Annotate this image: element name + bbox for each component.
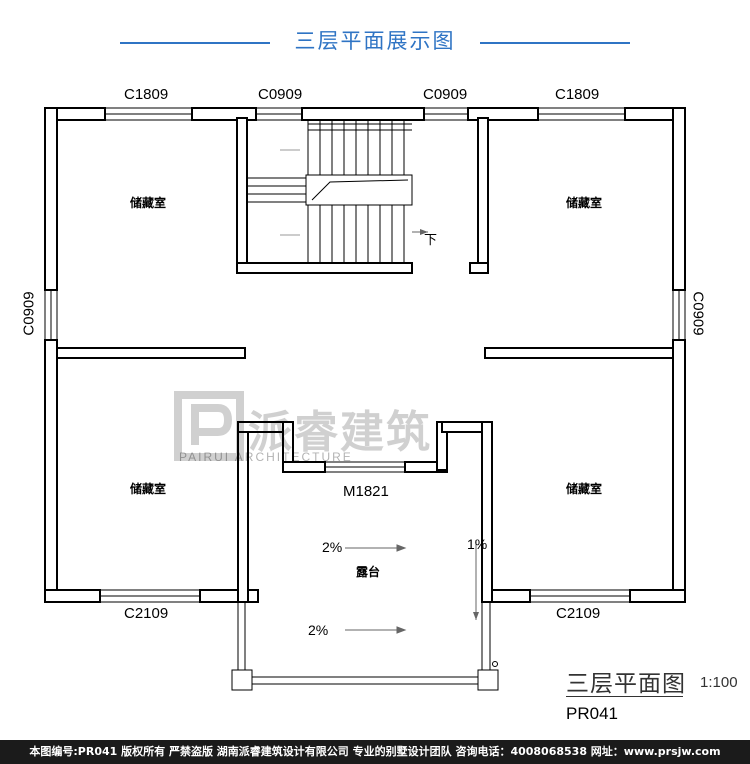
- wall-stair-right: [477, 117, 489, 274]
- terrace-railing: [231, 540, 499, 691]
- wall-stair-bottom: [236, 262, 413, 274]
- window-label: C2109: [556, 605, 601, 622]
- header-rule-left: [120, 42, 270, 44]
- page-title: 三层平面展示图: [294, 29, 456, 53]
- terrace-label: 露台: [356, 565, 381, 579]
- slope-label: 1%: [467, 536, 488, 552]
- wall-bottom-left-1: [44, 589, 101, 603]
- wall-bottom-left-2: [199, 589, 259, 603]
- plan-scale: 1:100: [700, 674, 738, 691]
- plan-title-underline: [566, 696, 683, 697]
- window-label: C2109: [124, 605, 169, 622]
- room-label: 储藏室: [130, 196, 167, 210]
- door-label: M1821: [343, 483, 389, 500]
- page-header: 三层平面展示图: [0, 0, 750, 80]
- wall-stair-left: [236, 117, 248, 274]
- slope-label: 2%: [308, 622, 329, 638]
- wall-mid-left: [56, 347, 246, 359]
- wall-right-lower: [672, 339, 686, 603]
- slope-label: 2%: [322, 539, 343, 555]
- window-label: C1809: [124, 86, 169, 103]
- header-rule-right: [480, 42, 630, 44]
- wall-left-upper: [44, 107, 58, 291]
- staircase: [248, 120, 428, 262]
- stair-direction-label: 下: [424, 233, 438, 248]
- wall-terrace-right: [481, 421, 493, 603]
- room-label: 储藏室: [566, 196, 603, 210]
- plan-title: 三层平面图: [566, 671, 686, 697]
- window-label: C1809: [555, 86, 600, 103]
- window-label: C0909: [423, 86, 468, 103]
- watermark-brand: 派睿建筑: [248, 407, 432, 458]
- wall-bottom-right-2: [629, 589, 686, 603]
- room-label: 储藏室: [130, 482, 167, 496]
- room-label: 储藏室: [566, 482, 603, 496]
- wall-left-lower: [44, 339, 58, 603]
- wall-stair-right-return: [469, 262, 489, 274]
- watermark-brand-en: PAIRUI ARCHITECTURE: [179, 450, 353, 464]
- window-label-side-right: C0909: [689, 291, 707, 336]
- window-label-side-left: C0909: [20, 291, 38, 336]
- wall-top-pier-2: [301, 107, 425, 121]
- slope-arrows: [345, 544, 407, 634]
- plan-code: PR041: [566, 704, 618, 723]
- watermark-logo: [174, 391, 244, 461]
- footer-bar: 本图编号:PR041 版权所有 严禁盗版 湖南派睿建筑设计有限公司 专业的别墅设…: [0, 740, 750, 764]
- window-label: C0909: [258, 86, 303, 103]
- wall-mid-right: [484, 347, 674, 359]
- wall-right-upper: [672, 107, 686, 291]
